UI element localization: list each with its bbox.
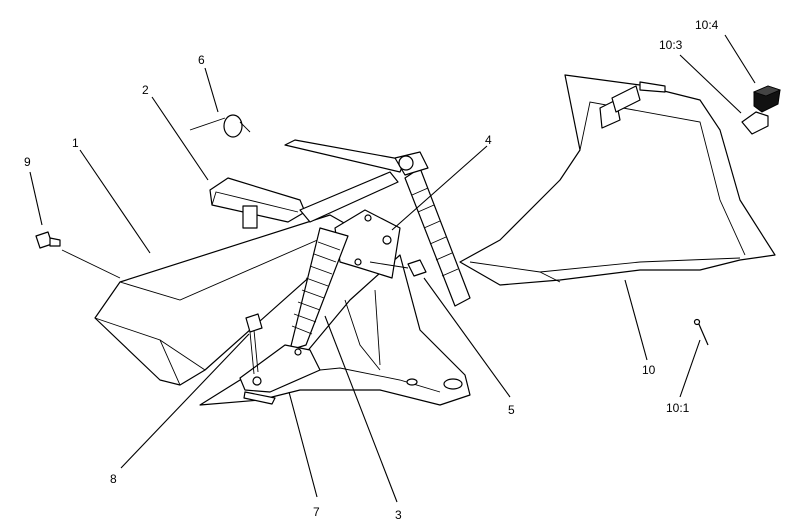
- leader-6: [204, 67, 219, 113]
- leader-10-3: [679, 54, 742, 114]
- leader-7: [288, 391, 318, 498]
- bolt-8-part: [245, 313, 263, 375]
- pin-10-1-part: [693, 318, 709, 346]
- callout-5: 5: [508, 403, 515, 417]
- foot-plate-part: [94, 214, 361, 386]
- callout-4: 4: [485, 133, 492, 147]
- callout-10-4: 10:4: [695, 18, 719, 32]
- callout-10-3: 10:3: [659, 38, 683, 52]
- callout-2: 2: [142, 83, 149, 97]
- leader-10-4: [724, 34, 756, 84]
- pedal-top-part: [209, 139, 429, 229]
- cover-housing-part: [459, 74, 776, 286]
- leader-3: [324, 315, 398, 503]
- leader-8: [120, 333, 250, 469]
- pedal-arm-part: [404, 167, 471, 307]
- callout-9: 9: [24, 155, 31, 169]
- callout-labels: 1 2 3 4 5 6 7 8 9 10 10:1 10:3 10:4: [24, 18, 719, 522]
- leader-10-1: [679, 339, 701, 398]
- callout-7: 7: [313, 505, 320, 519]
- leader-10: [624, 279, 648, 361]
- anchor-plate-part: [239, 344, 321, 405]
- spring-clip-part: [189, 114, 251, 138]
- spring-part: [289, 227, 349, 351]
- callout-1: 1: [72, 136, 79, 150]
- callout-3: 3: [395, 508, 402, 522]
- bolt-5-part: [369, 259, 427, 277]
- leader-1: [79, 149, 151, 254]
- clip-10-3-part: [741, 111, 769, 135]
- leader-2: [151, 96, 209, 181]
- callout-10-1: 10:1: [666, 401, 690, 415]
- callout-10: 10: [642, 363, 656, 377]
- mounting-plate-part: [334, 209, 401, 279]
- leader-9: [29, 171, 43, 226]
- callout-8: 8: [110, 472, 117, 486]
- leader-5: [423, 277, 511, 398]
- callout-6: 6: [198, 53, 205, 67]
- bolt-9-part: [35, 231, 121, 279]
- cap-10-4-part: [752, 85, 782, 113]
- leader-lines: [29, 34, 756, 503]
- leader-4: [391, 145, 488, 231]
